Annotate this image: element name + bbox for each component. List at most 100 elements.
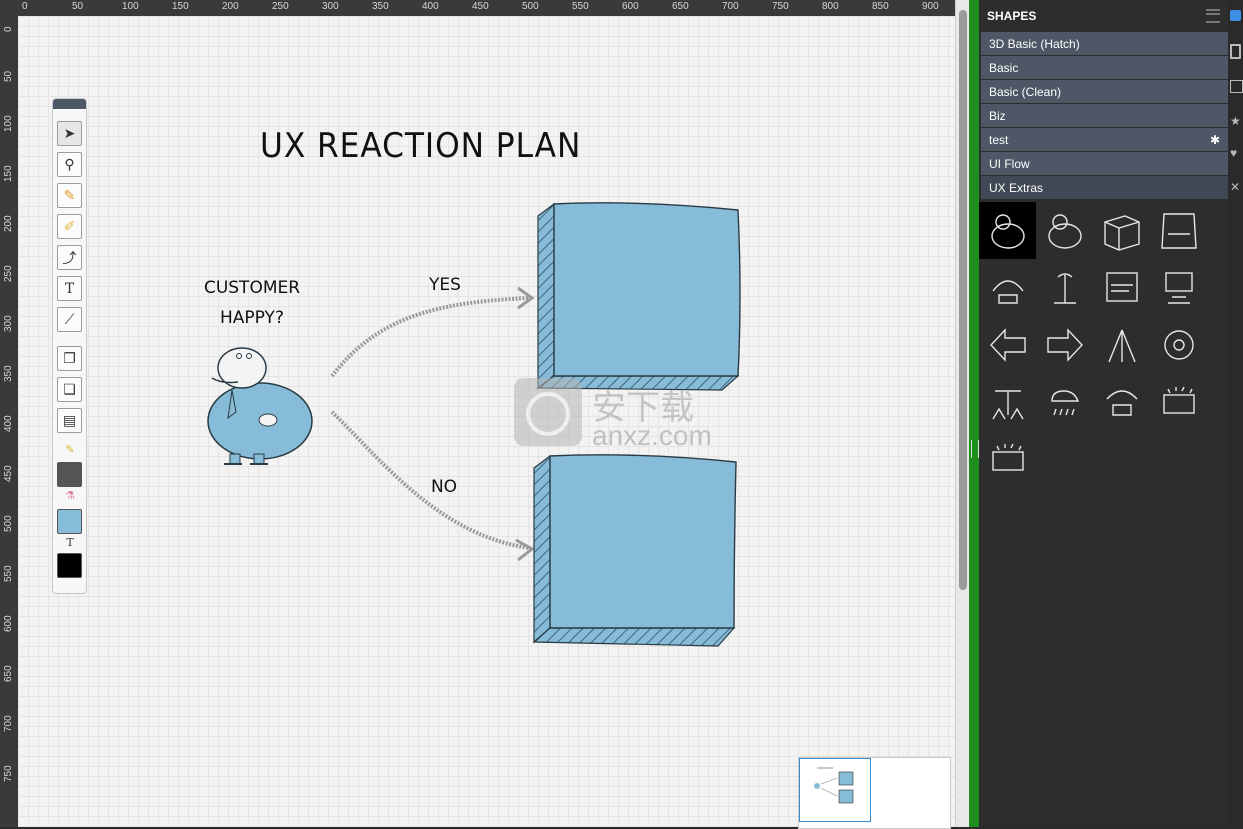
customer-alt-icon[interactable]: [1036, 202, 1093, 259]
ruler-tick-label: 250: [272, 1, 289, 12]
wheel-icon[interactable]: [1150, 316, 1207, 373]
bring-forward-tool[interactable]: ❐: [57, 346, 82, 371]
library-list: 3D Basic (Hatch) Basic Basic (Clean) Biz…: [979, 32, 1228, 200]
eyedropper-icon: ⟋: [64, 311, 75, 327]
connector-icon: ⤴: [62, 249, 77, 266]
scale-icon[interactable]: [979, 373, 1036, 430]
eyedropper-tool[interactable]: ⟋: [57, 307, 82, 332]
plant-pot-icon[interactable]: [1093, 373, 1150, 430]
shapes-panel-icon[interactable]: [1230, 10, 1241, 21]
watermark: 安下载 anxz.com: [512, 376, 732, 451]
bring-forward-icon: ❐: [63, 350, 76, 366]
custom-library-badge: ✱: [1209, 132, 1220, 147]
billboard-icon[interactable]: [1093, 259, 1150, 316]
wrench-icon[interactable]: ✕: [1230, 180, 1241, 194]
canvas-scrollbar[interactable]: [955, 0, 970, 827]
shapes-panel-header: SHAPES: [979, 0, 1228, 32]
library-label: Basic (Clean): [989, 84, 1062, 99]
arrange-tool[interactable]: ▤: [57, 408, 82, 433]
question-label-line1[interactable]: CUSTOMER: [203, 278, 301, 298]
scrollbar-thumb[interactable]: [959, 10, 967, 590]
island-icon[interactable]: [1036, 259, 1093, 316]
text-color-swatch[interactable]: [57, 553, 82, 578]
ruler-tick-label: 400: [3, 415, 14, 432]
ruler-tick-label: 750: [3, 765, 14, 782]
yes-outcome-box[interactable]: [536, 202, 741, 391]
shapes-panel: SHAPES 3D Basic (Hatch) Basic Basic (Cle…: [979, 0, 1228, 827]
arrange-icon: ▤: [62, 412, 77, 428]
customer-figure[interactable]: [207, 347, 313, 465]
no-label[interactable]: NO: [430, 477, 458, 497]
tripod-icon[interactable]: [1093, 316, 1150, 373]
panel-splitter[interactable]: [969, 0, 979, 827]
image-icon[interactable]: [1230, 80, 1243, 93]
send-backward-tool[interactable]: ❏: [57, 377, 82, 402]
ruler-tick-label: 200: [222, 1, 239, 12]
highlighter-tool[interactable]: ✐: [57, 214, 82, 239]
minimap-viewport[interactable]: [799, 758, 871, 822]
send-backward-icon: ❏: [63, 381, 76, 397]
arrow-right-sign-icon[interactable]: [1036, 316, 1093, 373]
question-label-line2[interactable]: HAPPY?: [220, 308, 284, 328]
fail-bag-icon[interactable]: [1150, 202, 1207, 259]
pointer-tool[interactable]: ➤: [57, 121, 82, 146]
drawing-canvas[interactable]: UX REACTION PLAN CUSTOMER HAPPY? YES NO: [18, 16, 955, 827]
library-ux-extras[interactable]: UX Extras: [981, 176, 1228, 200]
customer-icon[interactable]: [979, 202, 1036, 259]
diagram-title[interactable]: UX REACTION PLAN: [260, 126, 582, 166]
page-icon[interactable]: [1230, 44, 1241, 59]
pencil-icon: ✎: [63, 187, 76, 203]
highlighter-icon: ✐: [63, 218, 76, 234]
ruler-tick-label: 350: [3, 365, 14, 382]
ruler-tick-label: 700: [722, 1, 739, 12]
comment-icon[interactable]: ♥: [1230, 146, 1238, 160]
library-test[interactable]: test ✱: [981, 128, 1228, 152]
ruler-tick-label: 50: [72, 1, 84, 12]
ruler-tick-label: 0: [22, 1, 28, 12]
ruler-tick-label: 50: [3, 70, 14, 82]
library-label: test: [989, 132, 1009, 147]
toolbox-handle[interactable]: [53, 99, 86, 109]
library-label: UI Flow: [989, 156, 1030, 171]
ruler-tick-label: 400: [422, 1, 439, 12]
fill-color-swatch[interactable]: [57, 509, 82, 534]
plant-icon[interactable]: [979, 259, 1036, 316]
library-3d-basic-hatch[interactable]: 3D Basic (Hatch): [981, 32, 1228, 56]
ruler-tick-label: 550: [572, 1, 589, 12]
ruler-tick-label: 900: [922, 1, 939, 12]
ruler-tick-label: 600: [622, 1, 639, 12]
text-color-label: T: [66, 536, 74, 549]
ruler-tick-label: 700: [3, 715, 14, 732]
yes-label[interactable]: YES: [429, 275, 461, 295]
ruler-tick-label: 300: [322, 1, 339, 12]
arrow-left-sign-icon[interactable]: [979, 316, 1036, 373]
connector-tool[interactable]: ⤴: [57, 245, 82, 270]
ruler-tick-label: 150: [3, 165, 14, 182]
ruler-tick-label: 450: [3, 465, 14, 482]
sparkle-sign-2-icon[interactable]: [979, 430, 1036, 487]
pencil-tool[interactable]: ✎: [57, 183, 82, 208]
text-tool[interactable]: T: [57, 276, 82, 301]
library-basic[interactable]: Basic: [981, 56, 1228, 80]
minimap[interactable]: [798, 757, 951, 829]
ruler-tick-label: 550: [3, 565, 14, 582]
splitter-grip-icon: [971, 440, 979, 458]
sparkle-sign-icon[interactable]: [1150, 373, 1207, 430]
library-biz[interactable]: Biz: [981, 104, 1228, 128]
side-icon-strip: ★ ♥ ✕: [1228, 0, 1243, 827]
rain-cloud-icon[interactable]: [1036, 373, 1093, 430]
computer-icon[interactable]: [1150, 259, 1207, 316]
ruler-tick-label: 450: [472, 1, 489, 12]
panel-menu-icon[interactable]: [1206, 9, 1220, 23]
star-icon[interactable]: ★: [1230, 114, 1241, 128]
zoom-tool[interactable]: ⚲: [57, 152, 82, 177]
library-ui-flow[interactable]: UI Flow: [981, 152, 1228, 176]
minimap-preview: [814, 767, 854, 804]
box-icon[interactable]: [1093, 202, 1150, 259]
watermark-text: anxz.com: [592, 420, 712, 451]
yes-arrow: [330, 296, 531, 378]
line-color-swatch[interactable]: [57, 462, 82, 487]
no-outcome-box[interactable]: [532, 454, 737, 647]
library-basic-clean[interactable]: Basic (Clean): [981, 80, 1228, 104]
